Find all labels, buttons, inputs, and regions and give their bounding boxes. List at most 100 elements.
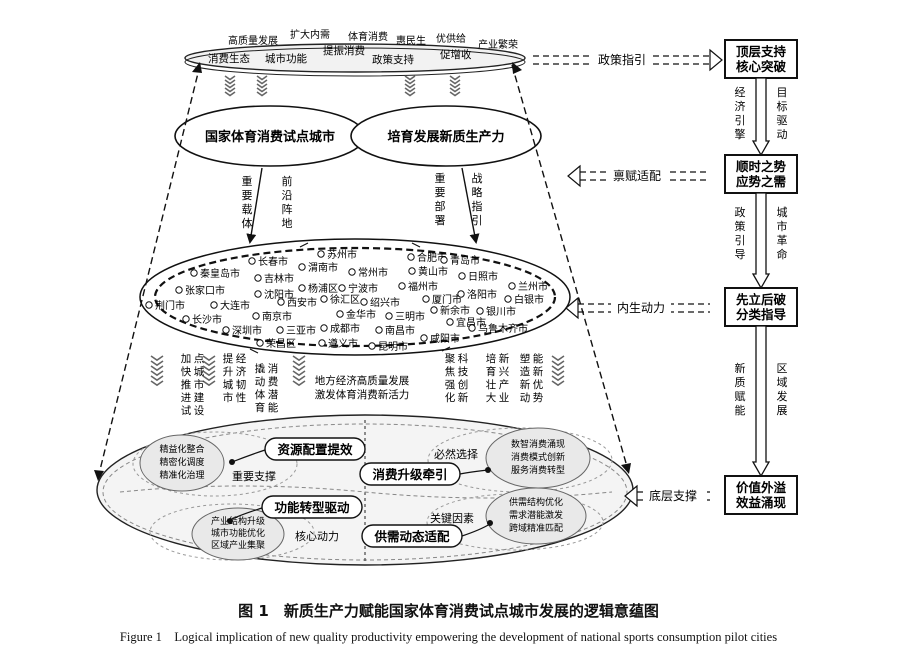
flow-v1-left-char: 擎 [735, 127, 746, 141]
arrow-left-icon [624, 484, 638, 508]
action-resilience-char: 经 [236, 352, 247, 365]
action-accelerate-char: 进 [181, 392, 192, 404]
action-potential-char: 育 [255, 401, 266, 414]
chevron-down-icon [551, 375, 565, 382]
city-marker-icon [276, 326, 284, 334]
city-marker-icon [408, 267, 416, 275]
link-label-left-b-char: 地 [282, 217, 293, 230]
city-marker-icon [476, 307, 484, 315]
action-tech-char: 焦 [445, 365, 456, 378]
flow-v2-left-char: 政 [735, 205, 746, 219]
chevron-down-icon [449, 83, 461, 89]
action-accelerate-char: 设 [194, 405, 205, 417]
pill-consume: 消费升级牵引 [359, 462, 461, 486]
flow-box-label: 效益涌现 [736, 495, 787, 510]
chevron-down-icon [292, 375, 306, 382]
action-accelerate-char: 市 [194, 378, 205, 391]
bottom-connectors [227, 449, 493, 537]
city-marker-icon [504, 295, 512, 303]
city-label: 洛阳市 [467, 288, 497, 301]
city-label: 南京市 [262, 310, 292, 323]
chevron-down-icon [292, 370, 306, 377]
note-important: 重要支撑 [232, 469, 276, 483]
chevron-down-icon [551, 360, 565, 367]
bubble-line: 精密化调度 [159, 456, 204, 468]
city-marker-icon [256, 339, 264, 347]
pill-function: 功能转型驱动 [261, 495, 363, 519]
link-label-left-b-char: 沿 [282, 189, 293, 202]
flow-h1-label: 政策指引 [598, 52, 646, 67]
link-label-right-a-char: 部 [435, 199, 446, 213]
action-accelerate-char: 快 [181, 366, 192, 378]
pill-resource: 资源配置提效 [264, 437, 366, 461]
action-momentum-char: 动 [520, 392, 531, 404]
link-label-left-a-char: 要 [242, 189, 253, 202]
chevron-down-icon [449, 79, 461, 85]
top-keywords-row1: 高质量发展扩大内需体育消费惠民生优供给产业繁荣 [228, 28, 518, 51]
flow-box-label: 顺时之势 [736, 159, 787, 174]
city-marker-icon [407, 253, 415, 261]
top-ellipse [184, 43, 526, 77]
city-marker-icon [175, 286, 183, 294]
city-label: 沈阳市 [264, 288, 294, 301]
city-label: 新余市 [440, 304, 470, 317]
city-label: 荆门市 [155, 299, 185, 312]
action-potential-char: 潜 [268, 388, 279, 401]
chevron-down-icon [256, 75, 268, 81]
action-industry-char: 培 [486, 352, 497, 365]
top-keyword: 提振消费 [323, 44, 365, 57]
bubble-line: 精益化整合 [159, 443, 204, 455]
action-new-vitality: 激发体育消费新活力 [315, 388, 410, 401]
action-resilience-char: 韧 [236, 379, 247, 391]
arrow-left-icon [567, 164, 581, 188]
flow-box-label: 先立后破 [736, 292, 787, 307]
flow-v1-left-char: 引 [735, 113, 746, 127]
top-keyword: 体育消费 [348, 30, 388, 43]
chevron-down-icon [449, 75, 461, 81]
flow-h1: 政策指引 [533, 48, 723, 72]
action-texts: 加快推进试点城市建设提升城市经济韧性撬动体育消费潜能地方经济高质量发展激发体育消… [181, 352, 544, 417]
city-list: 苏州市长春市渭南市合肥市青岛市秦皇岛市吉林市常州市黄山市日照市张家口市沈阳市杨浦… [145, 248, 548, 353]
chevron-down-icon [202, 365, 216, 372]
chevron-down-icon [150, 370, 164, 377]
top-keyword: 优供给 [436, 32, 466, 45]
city-label: 合肥市 [417, 251, 447, 264]
top-chevrons [224, 75, 461, 97]
top-keyword: 产业繁荣 [478, 38, 518, 51]
city-label: 大连市 [220, 299, 250, 312]
city-marker-icon [317, 250, 325, 258]
city-label: 三亚市 [286, 324, 316, 337]
city-marker-icon [320, 324, 328, 332]
bubble-line: 数智消费涌现 [511, 438, 565, 450]
action-momentum-char: 新 [520, 378, 531, 391]
action-potential-char: 动 [255, 376, 266, 388]
city-marker-icon [298, 284, 306, 292]
flow-box-label: 应势之需 [736, 174, 786, 189]
pill-function-label: 功能转型驱动 [274, 500, 350, 515]
pillar-right-label: 培育发展新质生产力 [387, 129, 504, 145]
arrow-right-icon [709, 48, 723, 72]
action-potential-char: 能 [268, 401, 279, 414]
city-marker-icon [457, 290, 465, 298]
chevron-down-icon [551, 365, 565, 372]
city-label: 张家口市 [185, 284, 225, 297]
chevron-down-icon [404, 79, 416, 85]
city-label: 白银市 [514, 293, 544, 306]
chevron-down-icon [224, 87, 236, 93]
city-marker-icon [320, 295, 328, 303]
action-resilience-char: 提 [223, 353, 234, 365]
city-label: 厦门市 [432, 293, 462, 306]
city-marker-icon [254, 290, 262, 298]
action-tech-char: 技 [458, 365, 469, 378]
note-key: 关键因素 [430, 511, 474, 525]
flow-v2-left-char: 策 [735, 219, 746, 233]
city-marker-icon [254, 274, 262, 282]
action-industry-char: 新 [499, 352, 510, 365]
chevron-down-icon [449, 87, 461, 93]
top-keyword: 消费生态 [208, 52, 250, 65]
